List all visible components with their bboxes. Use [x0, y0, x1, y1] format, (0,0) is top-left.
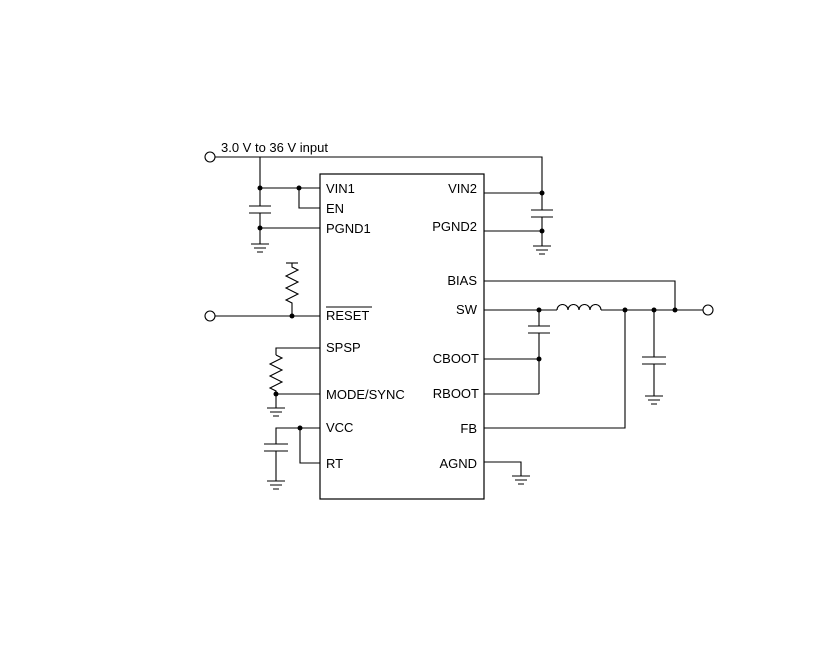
vcc-network [264, 425, 320, 490]
input-label: 3.0 V to 36 V input [221, 140, 328, 155]
pin-agnd: AGND [439, 456, 477, 471]
reset-terminal [204, 310, 216, 322]
pin-sw: SW [456, 302, 478, 317]
reset-network [204, 262, 320, 322]
pin-fb: FB [460, 421, 477, 436]
pin-vcc: VCC [326, 420, 353, 435]
input-rail [204, 151, 543, 253]
agnd-ground [484, 461, 530, 485]
pin-rt: RT [326, 456, 343, 471]
pin-pgnd1: PGND1 [326, 221, 371, 236]
pin-spsp: SPSP [326, 340, 361, 355]
output-stage [484, 304, 714, 429]
pin-reset: RESET [326, 308, 369, 323]
pin-cboot: CBOOT [433, 351, 479, 366]
bias-wire [484, 280, 676, 310]
ic-body [319, 173, 485, 500]
inductor [556, 304, 602, 311]
pin-bias: BIAS [447, 273, 477, 288]
spsp-network [267, 347, 320, 417]
vin2-decoupling [484, 190, 553, 255]
boot-network [484, 310, 550, 395]
pin-mode-sync: MODE/SYNC [326, 387, 405, 402]
pin-en: EN [326, 201, 344, 216]
pin-vin2: VIN2 [448, 181, 477, 196]
output-terminal [702, 304, 714, 316]
pin-vin1: VIN1 [326, 181, 355, 196]
input-terminal [204, 151, 216, 163]
pin-pgnd2: PGND2 [432, 219, 477, 234]
pin-rboot: RBOOT [433, 386, 479, 401]
